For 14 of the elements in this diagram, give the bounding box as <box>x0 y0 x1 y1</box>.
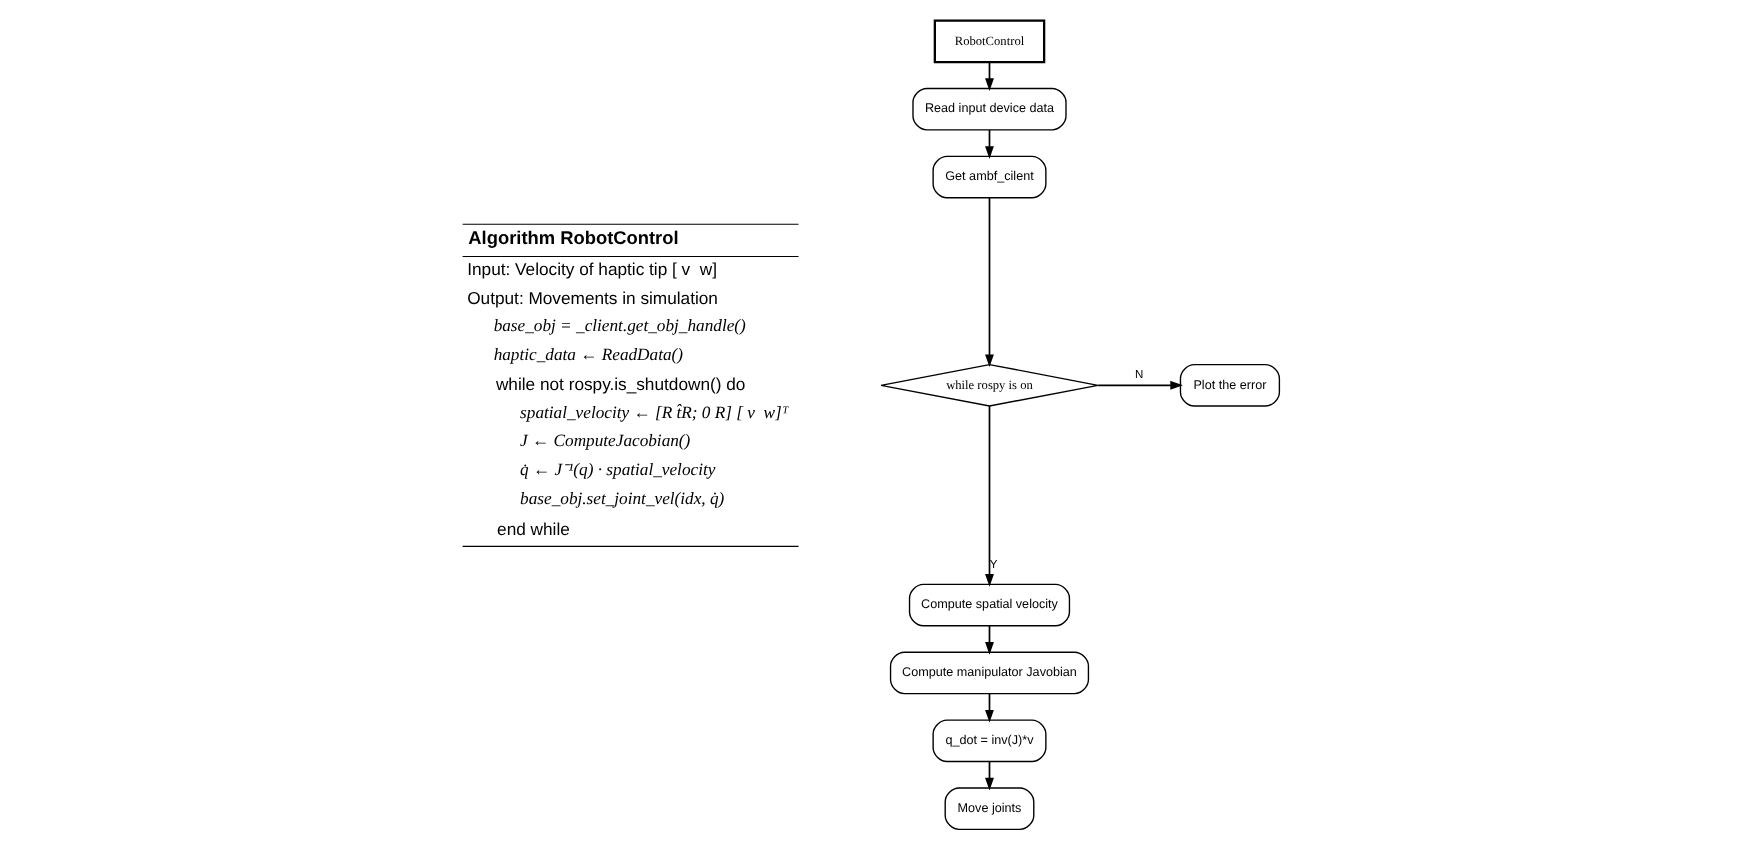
label: base_obj = _client.get_obj_handle() <box>492 315 745 336</box>
label: Input: Velocity of haptic tip [ v w] <box>466 258 717 279</box>
label: base_obj.set_joint_vel(idx, q̇) <box>519 487 724 508</box>
label: spatial_velocity ← [R t̂R; 0 R] [ v w]ᵀ <box>519 401 788 422</box>
label: J ← ComputeJacobian() <box>519 430 690 451</box>
arrow <box>1096 380 1182 390</box>
label: end while <box>496 518 569 539</box>
label: q̇ ← J⁻¹(q) · spatial_velocity <box>519 459 715 480</box>
label: Algorithm RobotControl <box>467 227 678 248</box>
label: haptic_data ← ReadData() <box>492 344 683 364</box>
label: while not rospy.is_shutdown() do <box>494 373 745 394</box>
arrow <box>984 197 993 368</box>
label: Output: Movements in simulation <box>466 287 717 308</box>
arrow <box>984 405 993 587</box>
